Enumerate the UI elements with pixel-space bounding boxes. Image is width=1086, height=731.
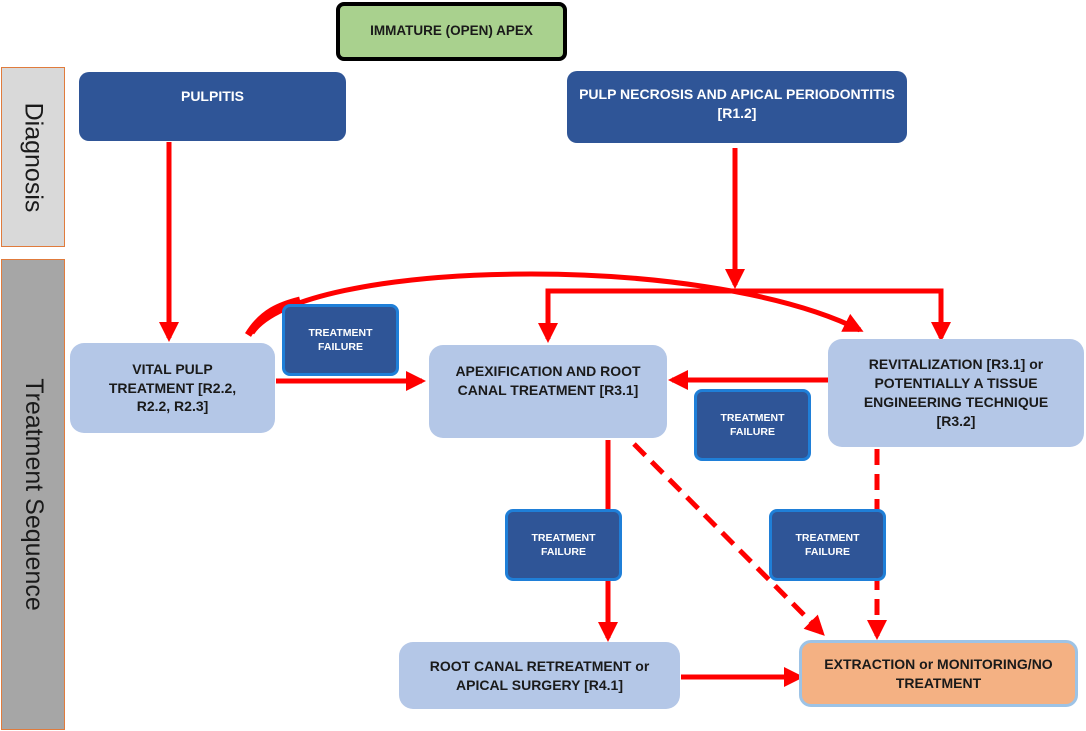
pulpitis-label: PULPITIS: [180, 88, 244, 104]
revitalization-line4: [R3.2]: [936, 412, 976, 429]
revitalization-box: REVITALIZATION [R3.1] or POTENTIALLY A T…: [828, 339, 1084, 447]
apexification-line2: CANAL TREATMENT [R3.1]: [457, 381, 639, 398]
apexification-line1: APEXIFICATION AND ROOT: [455, 363, 641, 379]
arrow-apex-to-extraction-dashed: [632, 442, 825, 636]
treatment-failure-badge: TREATMENT FAILURE: [505, 509, 622, 581]
apexification-box: APEXIFICATION AND ROOT CANAL TREATMENT […: [429, 345, 667, 438]
revitalization-line3: ENGINEERING TECHNIQUE: [863, 394, 1049, 410]
failure-line1: TREATMENT: [308, 326, 373, 339]
pulp-necrosis-line1: PULP NECROSIS AND APICAL PERIODONTITIS: [579, 86, 895, 102]
failure-line2: FAILURE: [730, 426, 775, 438]
failure-line2: FAILURE: [541, 546, 586, 558]
extraction-line1: EXTRACTION or MONITORING/NO: [824, 655, 1053, 672]
extraction-line2: TREATMENT: [895, 674, 982, 691]
immature-apex-title: IMMATURE (OPEN) APEX: [370, 23, 533, 39]
immature-apex-box: IMMATURE (OPEN) APEX: [336, 2, 567, 61]
pulp-necrosis-line2: [R1.2]: [717, 104, 757, 121]
failure-line1: TREATMENT: [531, 531, 596, 544]
treatment-failure-badge: TREATMENT FAILURE: [282, 304, 399, 376]
failure-line2: FAILURE: [805, 546, 850, 558]
retreatment-line1: ROOT CANAL RETREATMENT or: [429, 657, 650, 674]
vital-pulp-treatment-box: VITAL PULP TREATMENT [R2.2, R2.2, R2.3]: [70, 343, 275, 433]
failure-line1: TREATMENT: [795, 531, 860, 544]
diagnosis-label-panel: Diagnosis: [1, 67, 65, 247]
revitalization-line1: REVITALIZATION [R3.1] or: [868, 356, 1044, 373]
vital-pulp-line2: TREATMENT [R2.2,: [108, 379, 237, 396]
root-canal-retreatment-box: ROOT CANAL RETREATMENT or APICAL SURGERY…: [399, 642, 680, 709]
pulpitis-box: PULPITIS: [79, 72, 346, 141]
failure-line2: FAILURE: [318, 341, 363, 353]
failure-line1: TREATMENT: [720, 411, 785, 424]
vital-pulp-line1: VITAL PULP: [132, 360, 213, 377]
treatment-sequence-label-panel: Treatment Sequence: [1, 259, 65, 730]
treatment-failure-badge: TREATMENT FAILURE: [769, 509, 886, 581]
retreatment-line2: APICAL SURGERY [R4.1]: [456, 676, 623, 693]
treatment-failure-badge: TREATMENT FAILURE: [694, 389, 811, 461]
extraction-box: EXTRACTION or MONITORING/NO TREATMENT: [799, 640, 1078, 707]
revitalization-line2: POTENTIALLY A TISSUE: [874, 375, 1038, 392]
pulp-necrosis-box: PULP NECROSIS AND APICAL PERIODONTITIS […: [567, 71, 907, 143]
arrow-branch-bar: [545, 288, 951, 342]
vital-pulp-line3: R2.2, R2.3]: [136, 398, 209, 415]
